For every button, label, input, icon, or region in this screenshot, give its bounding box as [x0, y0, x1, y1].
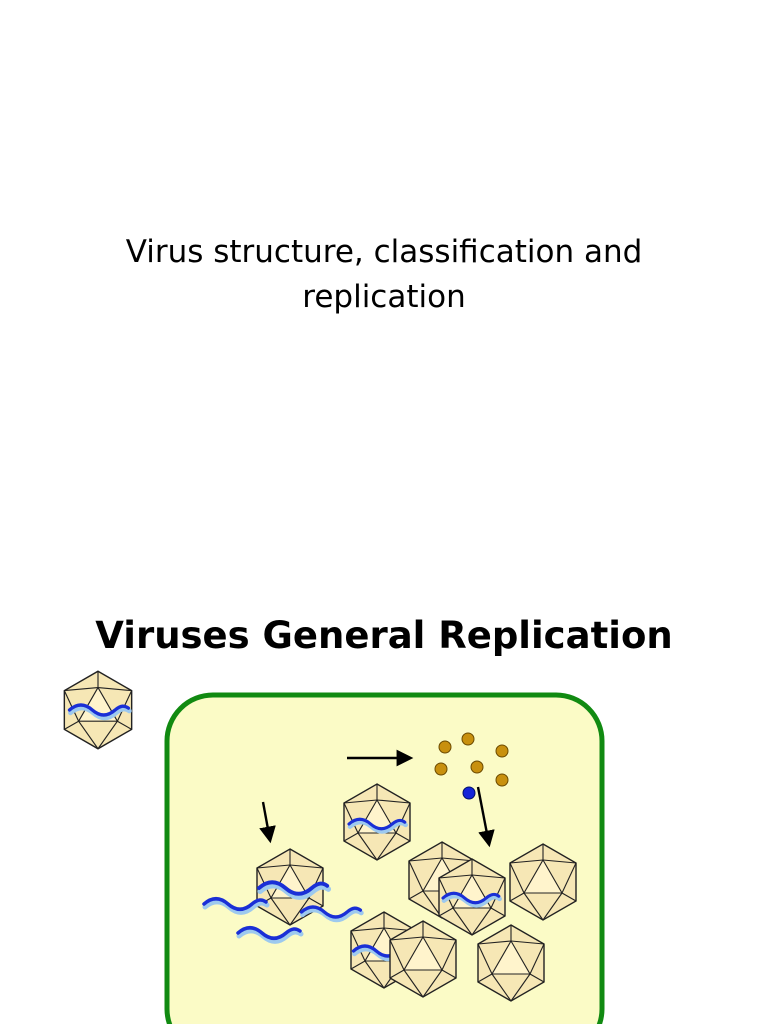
viral-protein-icon	[495, 773, 509, 787]
blue-protein-icon	[462, 786, 476, 800]
viral-protein-icon	[438, 740, 452, 754]
replication-slide: Viruses General Replication	[0, 576, 768, 1024]
slide-title: Virus structure, classification and repl…	[125, 234, 643, 315]
arrow-icon	[259, 801, 276, 844]
free-virion	[63, 670, 133, 750]
viral-protein-icon	[495, 744, 509, 758]
viral-proteins	[434, 732, 509, 787]
title-slide: Virus structure, classification and repl…	[125, 234, 643, 315]
slide-heading: Viruses General Replication	[95, 614, 673, 657]
viral-protein-icon	[461, 732, 475, 746]
arrow-icon	[476, 786, 495, 848]
viral-protein-icon	[434, 762, 448, 776]
virus-replication-diagram	[63, 670, 605, 1024]
viral-protein-icon	[470, 760, 484, 774]
